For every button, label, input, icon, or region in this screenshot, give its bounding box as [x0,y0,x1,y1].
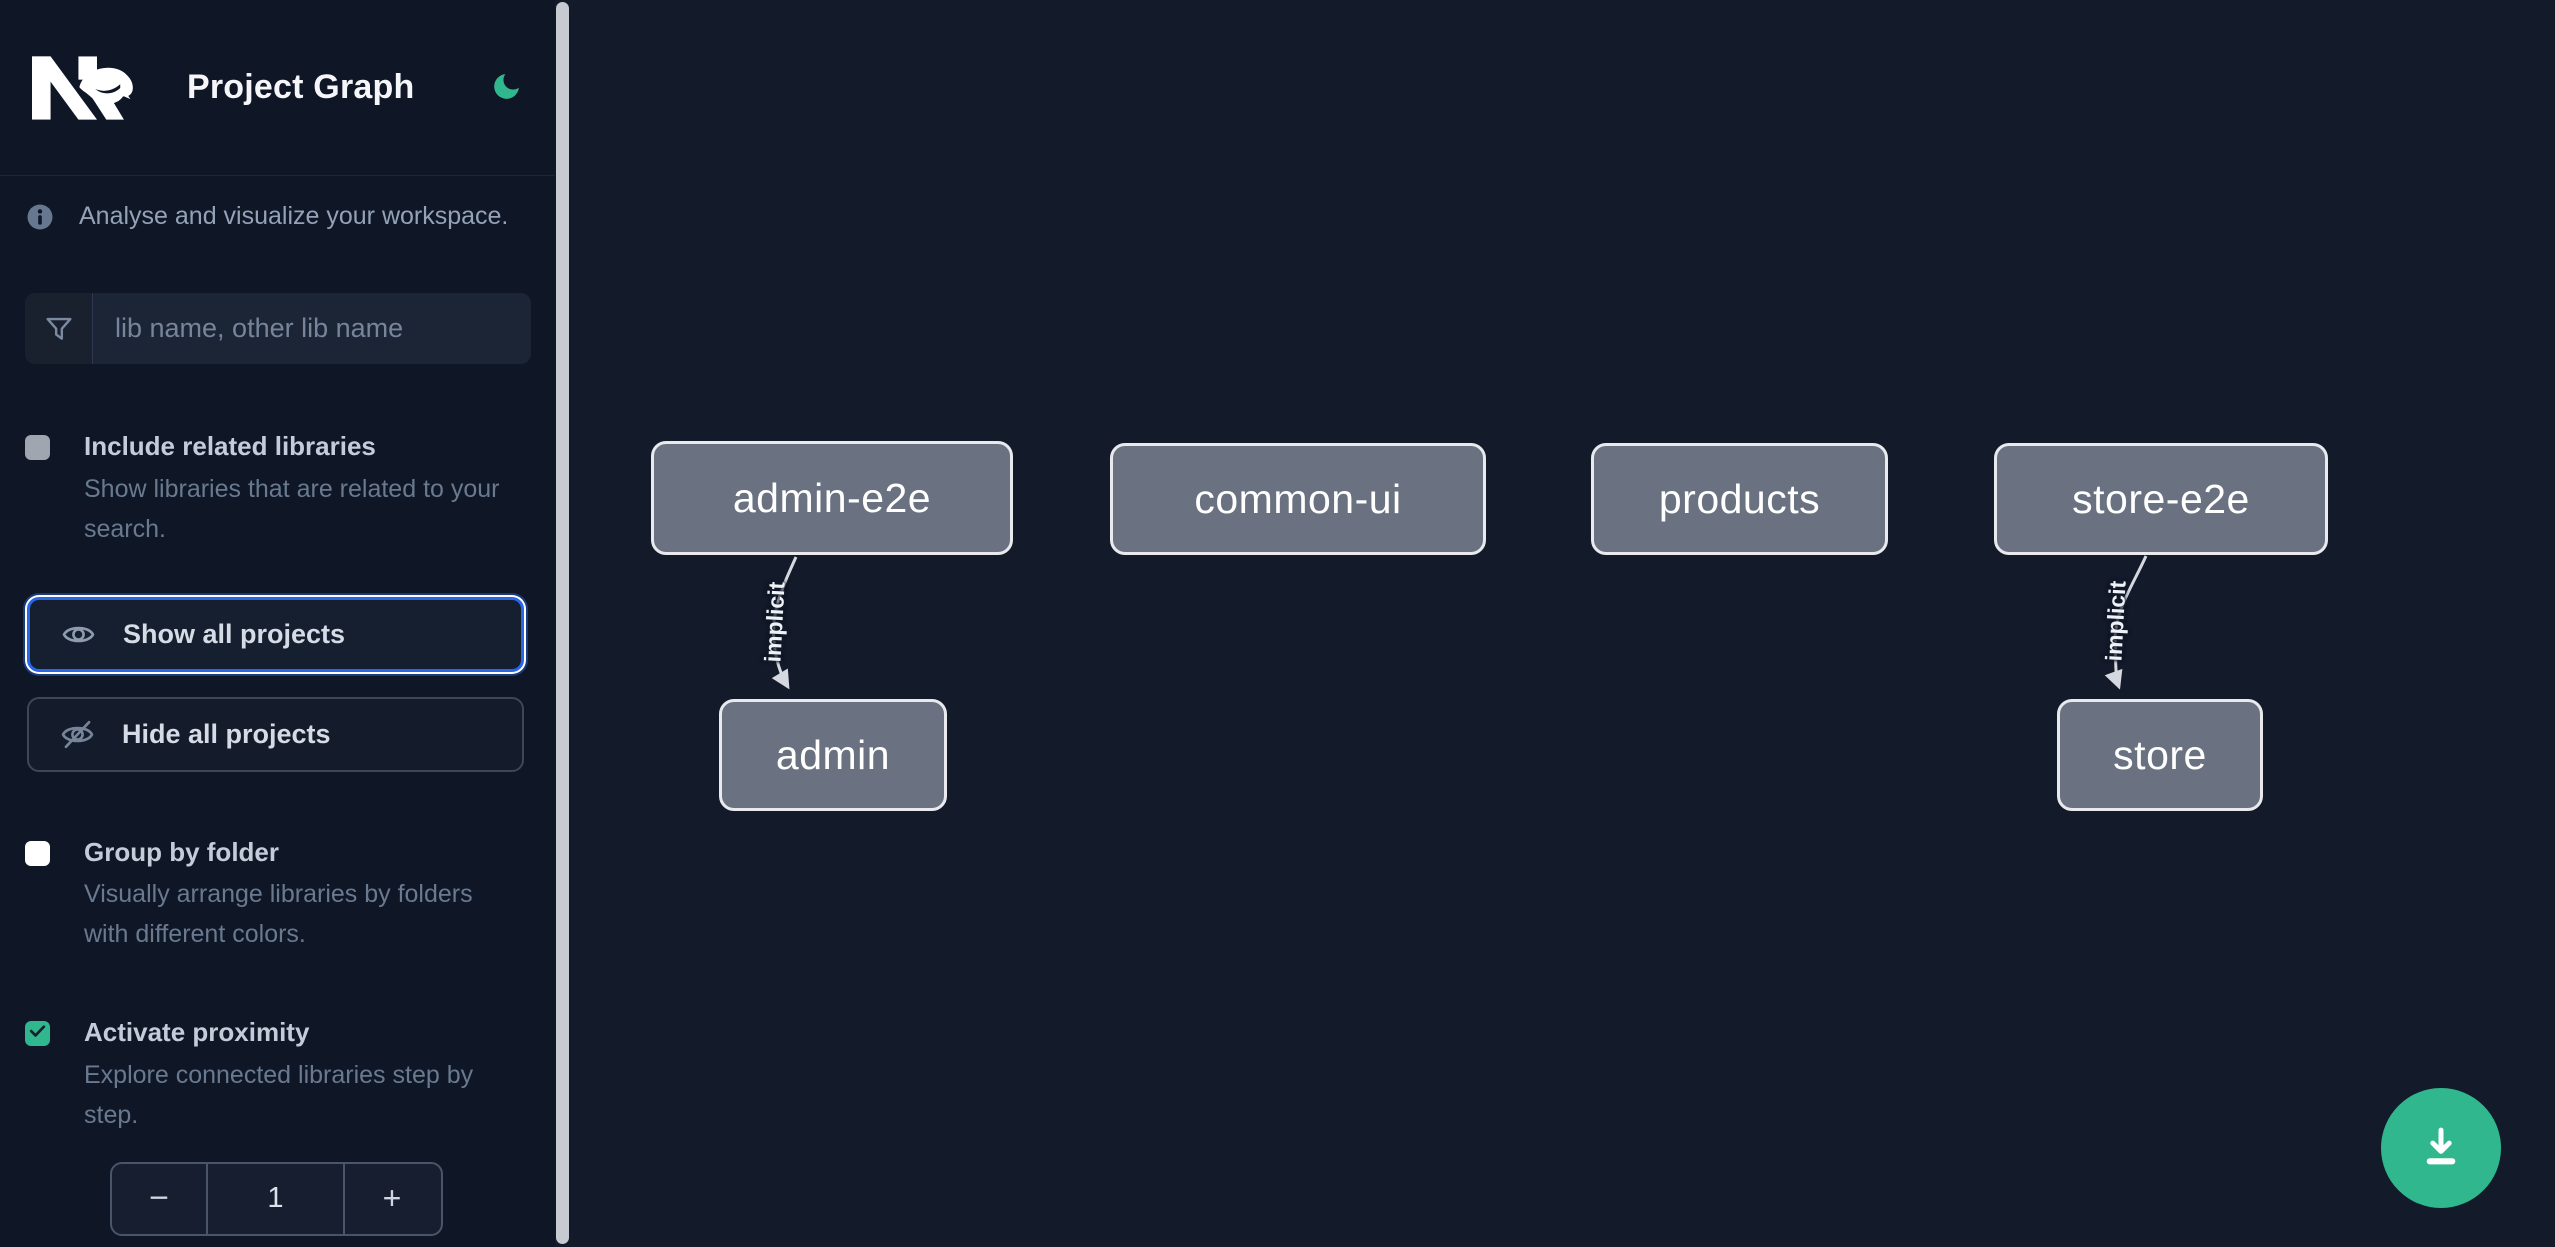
activate-proximity-description: Explore connected libraries step by step… [84,1060,474,1129]
download-graph-button[interactable] [2381,1088,2501,1208]
theme-toggle-button[interactable] [484,66,528,110]
hide-all-projects-button[interactable]: Hide all projects [27,696,524,772]
intro-text: Analyse and visualize your workspace. [79,202,509,230]
project-node-products[interactable]: products [1591,443,1888,555]
info-icon [27,204,53,235]
proximity-depth-stepper: − 1 + [110,1161,443,1236]
proximity-depth-value: 1 [267,1182,284,1214]
sidebar-header: Project Graph [0,0,556,176]
activate-proximity-toggle: Activate proximity Explore connected lib… [0,1016,556,1135]
group-by-folder-description: Visually arrange libraries by folders wi… [84,880,473,948]
funnel-icon [25,293,93,364]
sidebar: Project Graph Analyse and visualize your… [0,0,556,1247]
project-node-admin-e2e[interactable]: admin-e2e [651,441,1013,555]
sidebar-scrollbar-thumb[interactable] [556,2,569,1244]
filter-box [25,293,531,364]
include-related-toggle: Include related libraries Show libraries… [0,430,556,549]
dependency-edges [771,555,2148,690]
checkmark-icon [28,1022,47,1046]
eye-slash-icon [59,716,96,753]
download-icon [2415,1121,2467,1176]
group-by-folder-checkbox[interactable] [25,840,50,866]
page-title: Project Graph [187,68,415,106]
activate-proximity-checkbox[interactable] [25,1021,50,1046]
eye-icon [60,616,97,653]
project-node-common-ui[interactable]: common-ui [1110,443,1486,555]
edge-admin-e2e-to-admin [771,556,798,690]
group-by-folder-toggle: Group by folder Visually arrange librari… [0,836,556,955]
activate-proximity-label: Activate proximity [84,1017,310,1047]
show-all-projects-button[interactable]: Show all projects [27,596,524,672]
include-related-label: Include related libraries [84,431,376,461]
increment-button[interactable]: + [343,1163,439,1234]
edge-store-e2e-to-store [2104,555,2148,690]
show-all-projects-label: Show all projects [123,618,346,649]
intro-row: Analyse and visualize your workspace. [0,176,556,235]
project-node-admin[interactable]: admin [719,699,947,811]
project-node-store[interactable]: store [2057,699,2263,811]
hide-all-projects-label: Hide all projects [122,718,331,749]
decrement-button[interactable]: − [112,1163,208,1234]
moon-icon [490,69,523,107]
filter-input[interactable] [93,293,531,364]
include-related-description: Show libraries that are related to your … [84,474,500,543]
nx-logo-icon [28,49,140,127]
group-by-folder-label: Group by folder [84,836,279,867]
project-node-store-e2e[interactable]: store-e2e [1994,443,2328,555]
graph-canvas[interactable]: implicit implicit admin-e2e common-ui pr… [556,0,2555,1247]
include-related-checkbox[interactable] [25,435,50,460]
sidebar-scrollbar-track [555,0,570,1247]
